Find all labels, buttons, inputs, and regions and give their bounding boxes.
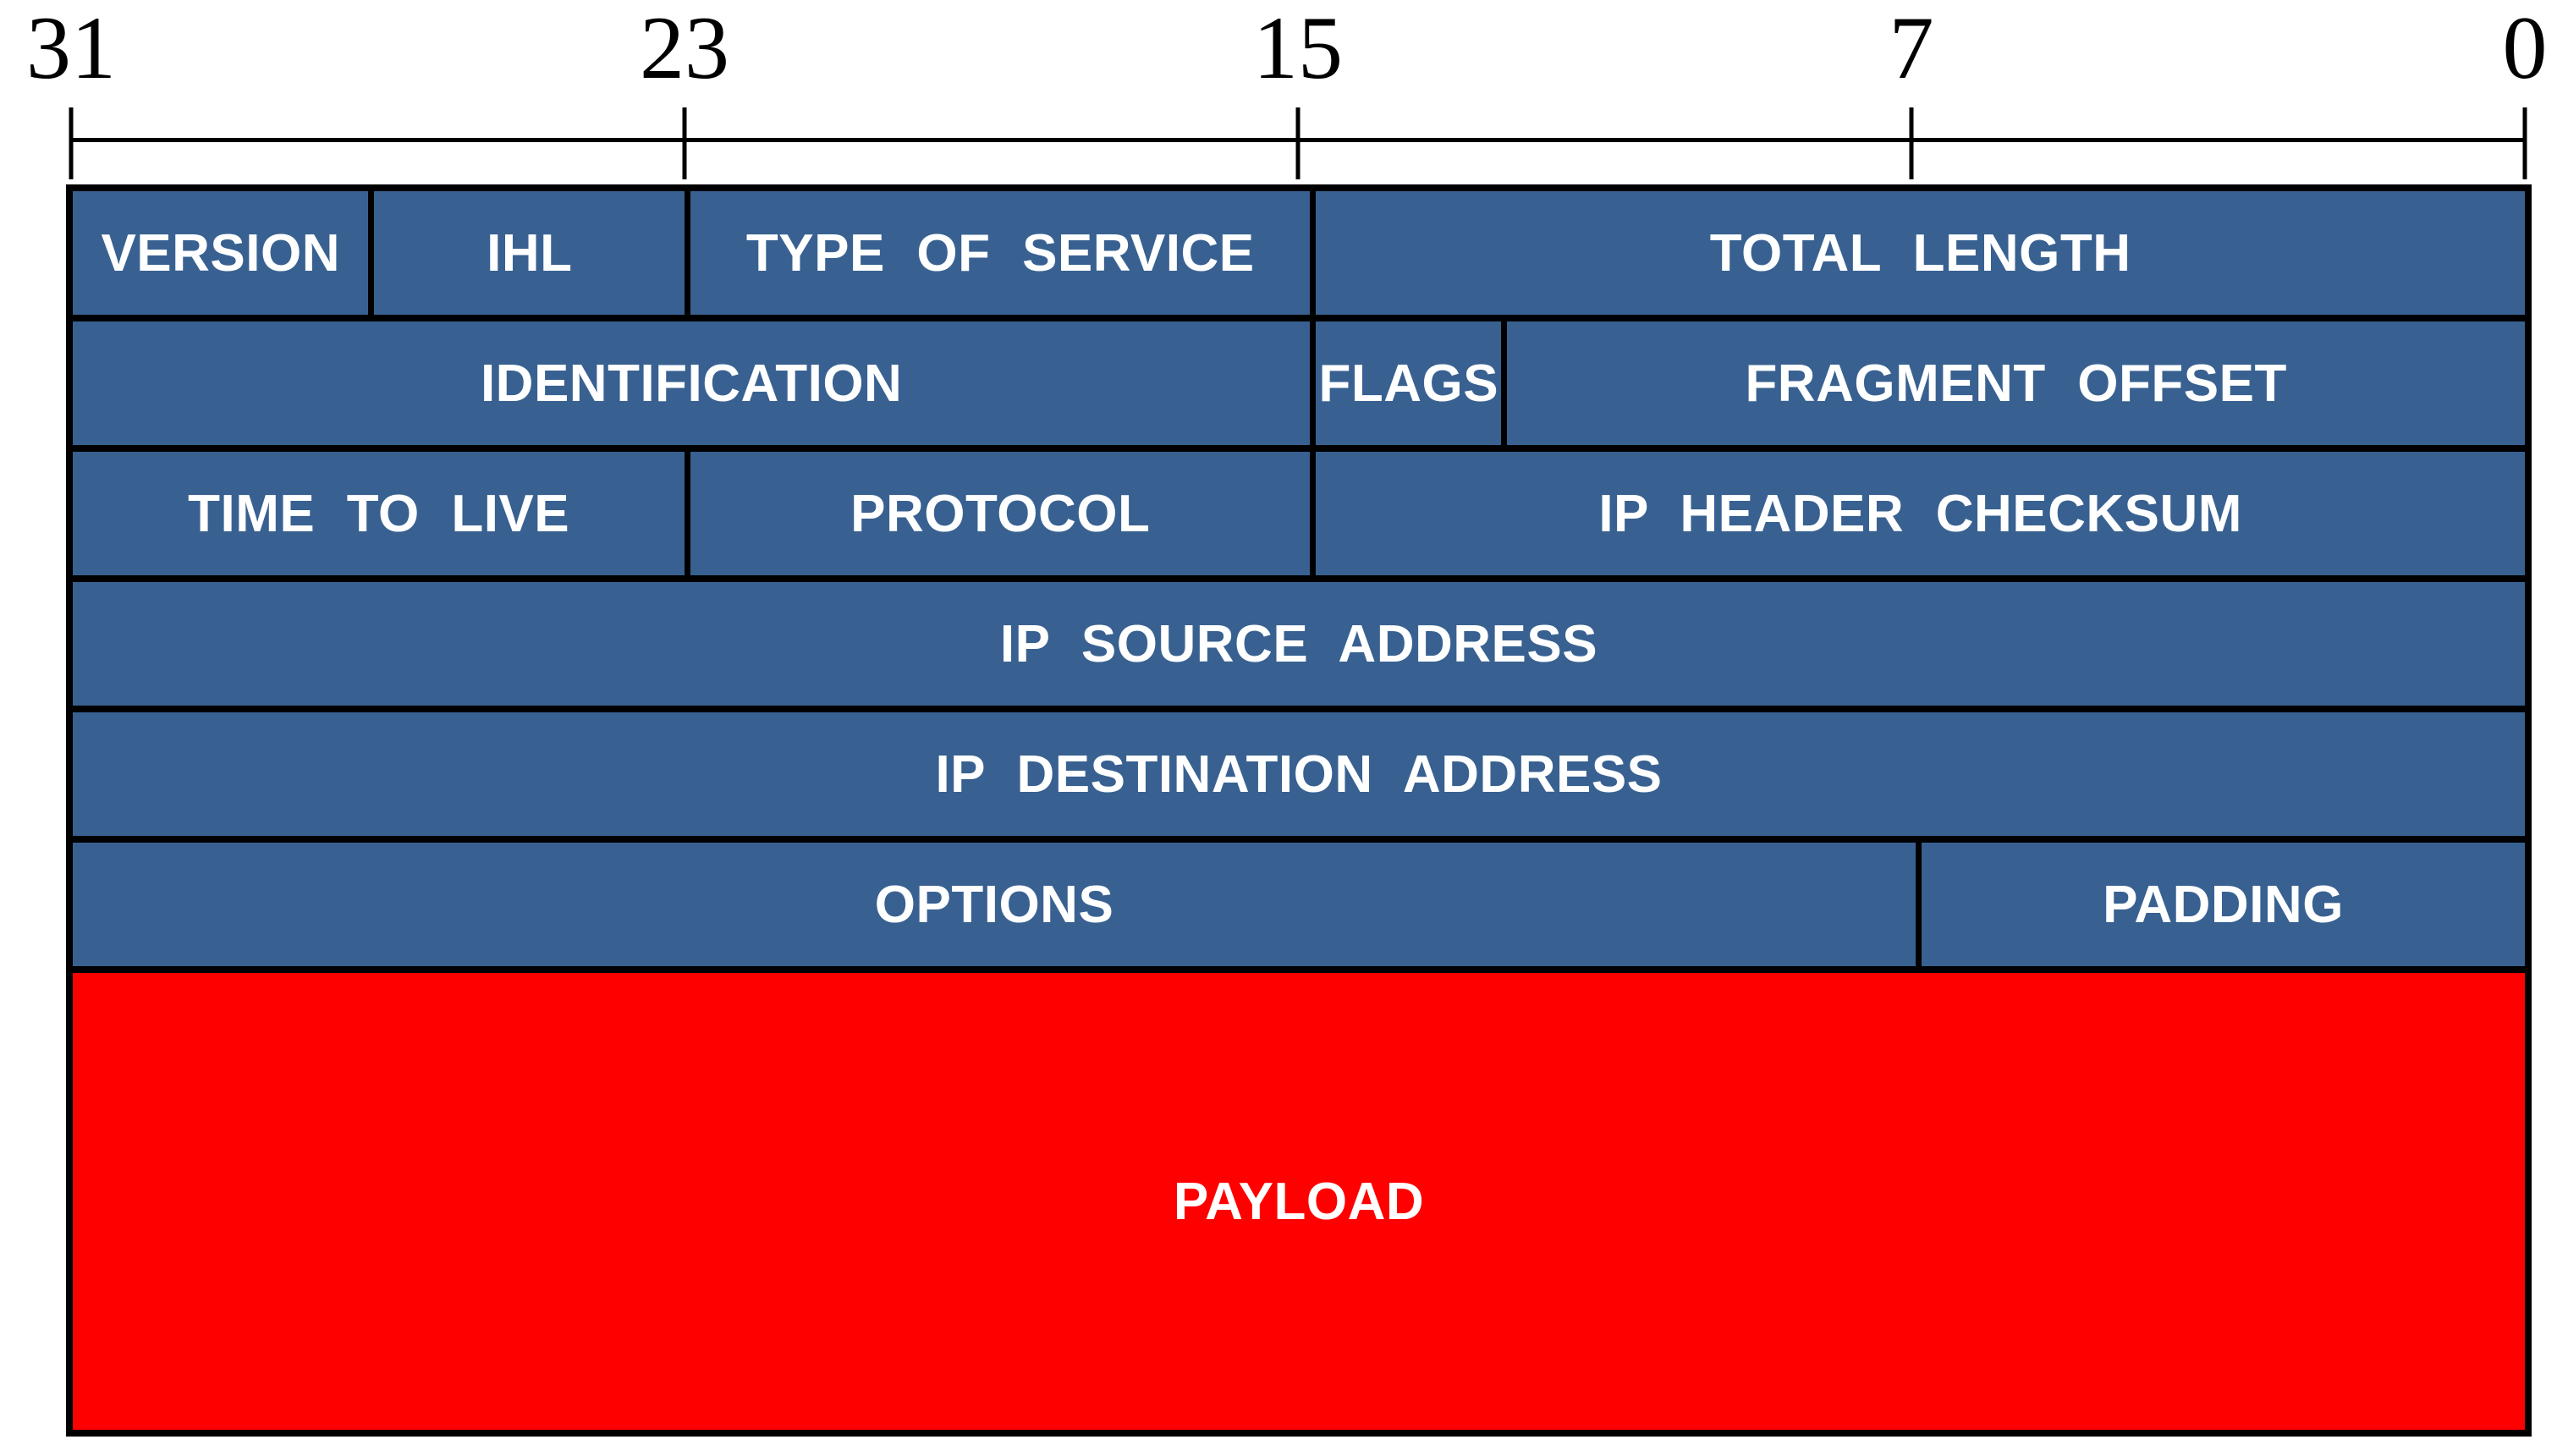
ruler-tick-15	[1295, 107, 1300, 179]
field-total-length-label: TOTAL LENGTH	[1709, 223, 2131, 283]
field-version-label: VERSION	[101, 223, 340, 283]
field-ip-source-address-label: IP SOURCE ADDRESS	[999, 614, 1598, 673]
field-total-length: TOTAL LENGTH	[1316, 191, 2525, 315]
row-word-2: IDENTIFICATION FLAGS FRAGMENT OFFSET	[73, 321, 2525, 452]
field-options: OPTIONS	[73, 843, 1922, 966]
bit-label-23: 23	[640, 0, 729, 97]
ruler-tick-0	[2522, 107, 2527, 179]
row-word-5: IP DESTINATION ADDRESS	[73, 712, 2525, 843]
field-type-of-service: TYPE OF SERVICE	[690, 191, 1317, 315]
row-word-1: VERSION IHL TYPE OF SERVICE TOTAL LENGTH	[73, 191, 2525, 321]
field-ip-destination-address: IP DESTINATION ADDRESS	[73, 712, 2525, 836]
field-identification: IDENTIFICATION	[73, 321, 1317, 445]
field-ip-source-address: IP SOURCE ADDRESS	[73, 582, 2525, 706]
row-word-4: IP SOURCE ADDRESS	[73, 582, 2525, 712]
ruler-tick-7	[1909, 107, 1914, 179]
field-version: VERSION	[73, 191, 375, 315]
field-ihl-label: IHL	[487, 223, 573, 283]
field-protocol: PROTOCOL	[690, 452, 1317, 575]
field-ip-header-checksum-label: IP HEADER CHECKSUM	[1598, 484, 2242, 543]
bit-label-31: 31	[26, 0, 116, 97]
payload-label: PAYLOAD	[1173, 1172, 1425, 1231]
field-identification-label: IDENTIFICATION	[480, 354, 903, 413]
bit-ruler: 31 23 15 7 0	[0, 0, 2557, 184]
field-fragment-offset: FRAGMENT OFFSET	[1507, 321, 2525, 445]
field-flags-label: FLAGS	[1318, 354, 1499, 413]
bit-label-15: 15	[1253, 0, 1343, 97]
field-ip-destination-address-label: IP DESTINATION ADDRESS	[935, 744, 1663, 804]
row-word-6: OPTIONS PADDING	[73, 843, 2525, 973]
row-word-3: TIME TO LIVE PROTOCOL IP HEADER CHECKSUM	[73, 452, 2525, 582]
field-options-label: OPTIONS	[874, 875, 1114, 934]
field-time-to-live: TIME TO LIVE	[73, 452, 691, 575]
field-protocol-label: PROTOCOL	[850, 484, 1151, 543]
field-flags: FLAGS	[1316, 321, 1508, 445]
bit-label-7: 7	[1889, 0, 1934, 97]
ipv4-field-table: VERSION IHL TYPE OF SERVICE TOTAL LENGTH…	[66, 184, 2532, 1437]
field-padding-label: PADDING	[2103, 875, 2344, 934]
field-fragment-offset-label: FRAGMENT OFFSET	[1745, 354, 2287, 413]
bit-label-0: 0	[2502, 0, 2548, 97]
field-time-to-live-label: TIME TO LIVE	[188, 484, 570, 543]
payload-area: PAYLOAD	[73, 973, 2525, 1430]
ruler-tick-31	[69, 107, 74, 179]
field-ihl: IHL	[374, 191, 691, 315]
field-padding: PADDING	[1922, 843, 2525, 966]
row-payload: PAYLOAD	[73, 973, 2525, 1430]
field-ip-header-checksum: IP HEADER CHECKSUM	[1316, 452, 2525, 575]
ruler-tick-23	[682, 107, 687, 179]
field-type-of-service-label: TYPE OF SERVICE	[745, 223, 1255, 283]
